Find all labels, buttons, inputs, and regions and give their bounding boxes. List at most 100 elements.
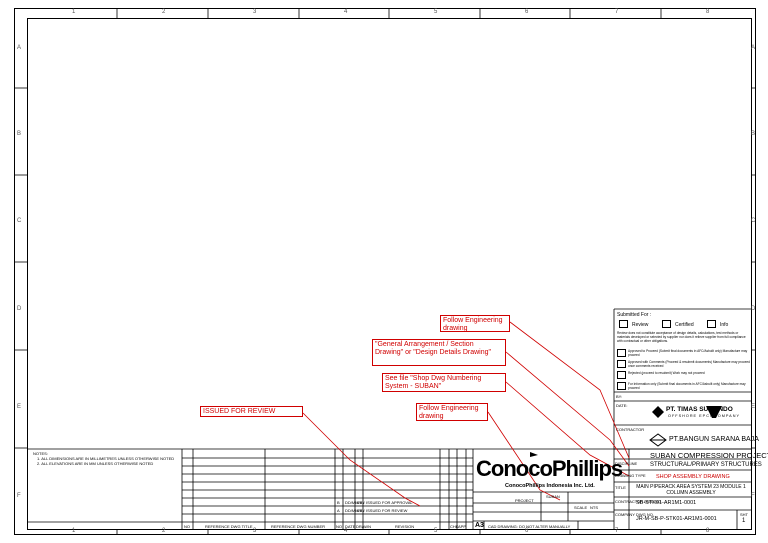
ref-number-label: REFERENCE DWG NUMBER [271,524,326,529]
information-label: For Information only (Submit final docum… [628,382,746,390]
contractor-no-value: SB-STK01-AR1M1-0001 [636,500,697,506]
zone-col-6-bottom: 6 [525,528,529,534]
zone-col-3-bottom: 3 [253,528,257,534]
review-checkbox[interactable] [619,320,628,328]
notes-title: NOTES: [33,451,48,456]
rev-header-date: DATE [345,524,356,529]
project-label: PROJECT [515,498,534,503]
zone-row-d: D [17,306,22,312]
zone-col-6: 6 [525,9,529,15]
annotation-issued-for-review: ISSUED FOR REVIEW [200,406,303,417]
rev-header-desc: REVISION [395,524,415,529]
review-disclaimer: Review does not constitute acceptance of… [617,331,746,343]
title-value: MAIN PIPERACK AREA SYSTEM 23 MODULE 1 CO… [636,484,746,496]
rev-header-app: APP [458,524,467,529]
annotation-shop-dwg-numbering: See file "Shop Dwg Numbering System - SU… [382,373,506,392]
approved-comments-checkbox[interactable] [617,360,626,368]
contractor-timas: PT. TIMAS SUPLINDO [666,406,733,413]
zone-row-c-right: C [751,218,756,224]
info-checkbox[interactable] [707,320,716,328]
zone-row-c: C [17,218,22,224]
rev-a-no: A [337,508,340,513]
zone-col-2-bottom: 2 [162,528,166,534]
zone-col-7-bottom: 7 [615,528,619,534]
zone-col-4: 4 [344,9,348,15]
zone-col-8: 8 [706,9,710,15]
rejected-checkbox[interactable] [617,371,626,379]
rev-b-date: DD/MM/YY [345,500,365,505]
date-label: DATE: [616,403,628,408]
zone-row-f-right: F [751,493,755,499]
company-no-value: JR-M-SB-P-STK01-AR1M1-0001 [636,516,717,522]
rejected-label: Rejected (proceed to resubmit) Work may … [628,371,705,375]
logo-mark-icon [530,452,538,457]
drawing-frame-inner [27,18,752,530]
rev-a-desc: ISSUED FOR REVIEW [366,508,408,513]
zone-col-3: 3 [253,9,257,15]
zone-col-5-bottom: 5 [434,528,438,534]
drawing-type-label: DRAWING TYPE [615,473,646,478]
rev-a-by: EBL [357,508,365,513]
discipline-value: STRUCTURAL/PRIMARY STRUCTURES [650,462,762,468]
zone-col-5: 5 [434,9,438,15]
zone-row-e-right: E [751,404,756,410]
company-no-label: COMPANY DWG NO. [615,512,654,517]
project-title: SUBAN COMPRESSION PROJECT [650,451,768,460]
rev-header-chk: CHK [450,524,459,529]
zone-col-2: 2 [162,9,166,15]
information-checkbox[interactable] [617,382,626,390]
contractor-bsb: PT.BANGUN SARANA BAJA [669,436,759,443]
annotation-follow-engineering-2: Follow Engineering drawing [416,403,488,421]
submitted-label: Submitted For : [617,312,652,318]
title-label: TITLE [615,485,626,490]
drawing-frame-outer [14,8,756,535]
zone-col-8-bottom: 8 [706,528,710,534]
rev-header-by: DRAWN [356,524,371,529]
contractor-timas-sub: OFFSHORE EPCI COMPANY [668,414,740,418]
approved-checkbox[interactable] [617,349,626,357]
scale-label: SCALE [574,505,588,510]
ref-no-label: NO [184,524,190,529]
contractor-label: CONTRACTOR [616,427,645,432]
approved-comments-label: Approved with Comments (Proceed & resubm… [628,360,750,368]
certified-checkbox[interactable] [662,320,671,328]
drawing-type-value: SHOP ASSEMBLY DRAWING [656,474,730,480]
approved-label: Approved to Proceed (Submit final docume… [628,349,748,357]
cad-note: CAD DRAWING: DO NOT ALTER MANUALLY [488,524,571,529]
rev-header-no: NO [336,524,342,529]
zone-row-f: F [17,493,21,499]
zone-col-7: 7 [615,9,619,15]
contractor-no-label: CONTRACTOR DWG NO. [615,499,663,504]
zone-row-b: B [17,131,22,137]
scale-value: NTS [590,505,598,510]
company-project-value: SUBAN [546,494,560,499]
zone-row-e: E [17,404,22,410]
by-label: BY: [616,394,623,399]
zone-col-1: 1 [72,9,76,15]
company-logo: ConocoPhillips [476,456,623,481]
discipline-label: DISCIPLINE [615,461,638,466]
zone-row-a-right: A [751,45,756,51]
info-option-label: Info [720,322,729,328]
company-name: ConocoPhillips Indonesia Inc. Ltd. [505,483,595,489]
rev-a-date: DD/MM/YY [345,508,365,513]
certified-option-label: Certified [675,322,694,328]
notes-line-1: 1. ALL DIMENSIONS ARE IN MILLIMETRES UNL… [37,456,175,461]
ref-title-label: REFERENCE DWG TITLE [205,524,253,529]
rev-b-desc: ISSUED FOR APPROVAL [366,500,413,505]
sheet-size: A3 [475,522,484,529]
review-option-label: Review [632,322,649,328]
zone-col-1-bottom: 1 [72,528,76,534]
zone-row-d-right: D [751,306,756,312]
annotation-follow-engineering-1: Follow Engineering drawing [440,315,510,332]
notes-line-2: 2. ALL ELEVATIONS ARE IN MM UNLESS OTHER… [37,461,154,466]
rev-b-by: EBL [357,500,365,505]
rev-b-no: B [337,500,340,505]
sheet-label: SHT [740,512,748,517]
zone-row-a: A [17,45,22,51]
annotation-general-arrangement: "General Arrangement / Section Drawing" … [372,339,506,366]
zone-col-4-bottom: 4 [344,528,348,534]
zone-row-b-right: B [751,131,756,137]
sheet-value: 1 [742,518,746,524]
